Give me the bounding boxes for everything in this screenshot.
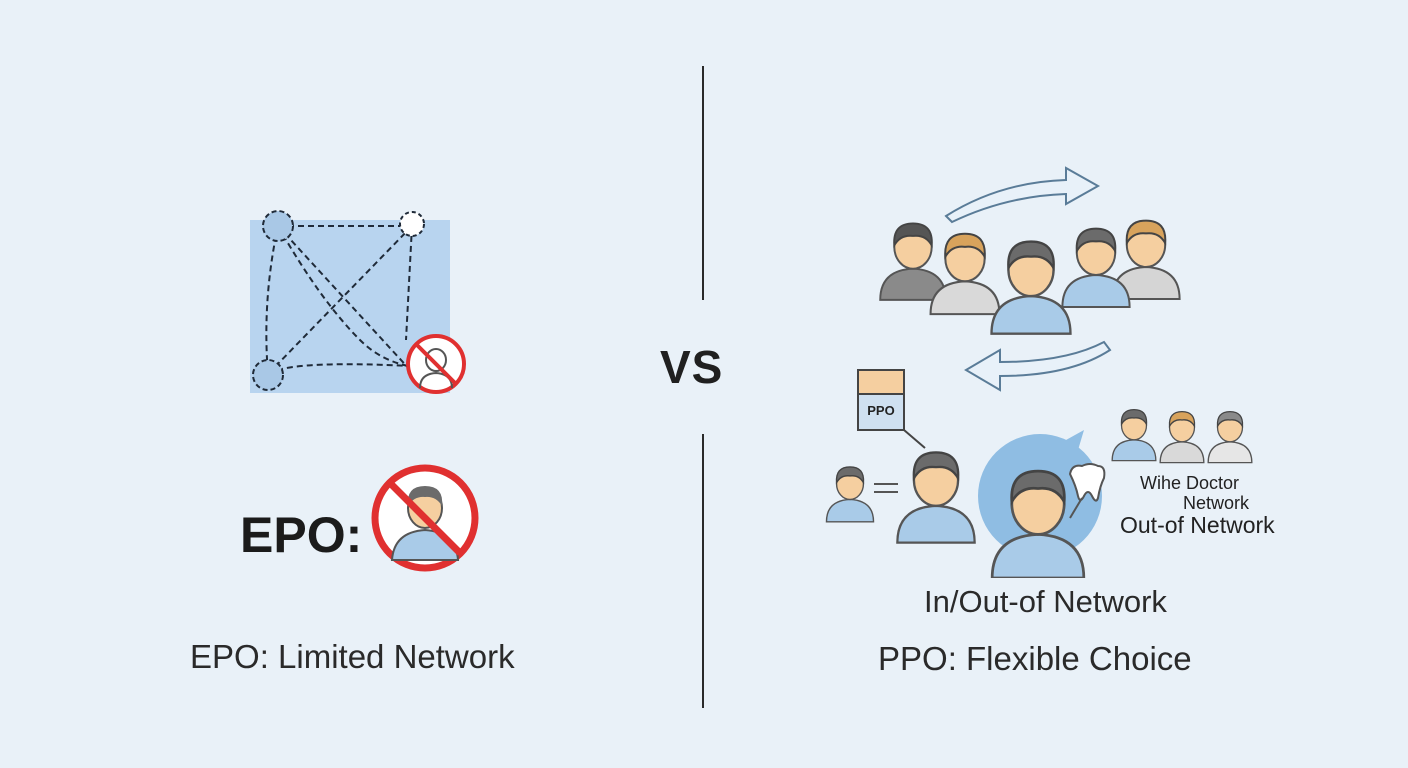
network-note-line3: Out-of Network [1120,512,1275,538]
arrow-left-icon [964,340,1112,392]
patient-icon [825,466,898,523]
arrow-right-icon [944,166,1101,224]
divider-bottom [702,434,704,708]
highlighted-doctor-icon [978,430,1102,578]
divider-top [702,66,704,300]
female-doctor-icon [896,451,976,544]
epo-caption: EPO: Limited Network [190,638,515,675]
vs-label: VS [660,341,724,393]
ppo-card-icon [857,369,926,449]
ppo-caption: PPO: Flexible Choice [878,640,1192,677]
inout-network-caption: In/Out-of Network [924,584,1167,619]
network-note-line2: Network [1183,493,1250,513]
network-map-icon [250,210,450,393]
network-note-line1: Wihe Doctor [1140,473,1240,493]
epo-heading: EPO: [240,507,363,563]
tooth-icon [1068,463,1106,519]
ppo-card-label: PPO [867,403,894,418]
doctor-trio-icon [1111,408,1253,464]
doctor-group-icon [879,219,1181,335]
no-doctor-small-icon [406,334,466,394]
no-doctor-icon [371,464,479,572]
